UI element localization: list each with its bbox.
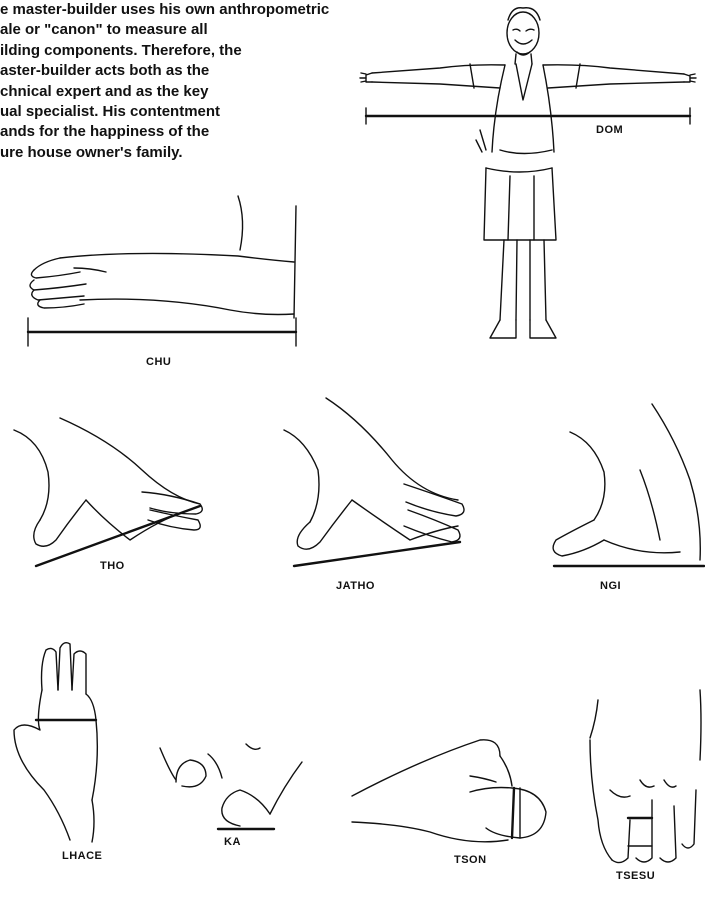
ka-hand-illustration — [160, 744, 302, 829]
label-chu: CHU — [146, 356, 171, 368]
label-jatho: JATHO — [336, 580, 375, 592]
lhace-hand-illustration — [14, 643, 97, 842]
tsesu-hand-illustration — [590, 690, 701, 863]
tho-hand-illustration — [14, 418, 202, 566]
tson-hand-illustration — [352, 740, 546, 842]
dom-figure-illustration — [360, 8, 696, 338]
label-dom: DOM — [596, 124, 623, 136]
jatho-hand-illustration — [284, 398, 464, 566]
chu-forearm-illustration — [28, 196, 296, 346]
label-tsesu: TSESU — [616, 870, 655, 882]
label-lhace: LHACE — [62, 850, 102, 862]
label-tson: TSON — [454, 854, 487, 866]
label-ngi: NGI — [600, 580, 621, 592]
label-tho: THO — [100, 560, 125, 572]
ngi-hand-illustration — [553, 404, 704, 566]
label-ka: KA — [224, 836, 241, 848]
